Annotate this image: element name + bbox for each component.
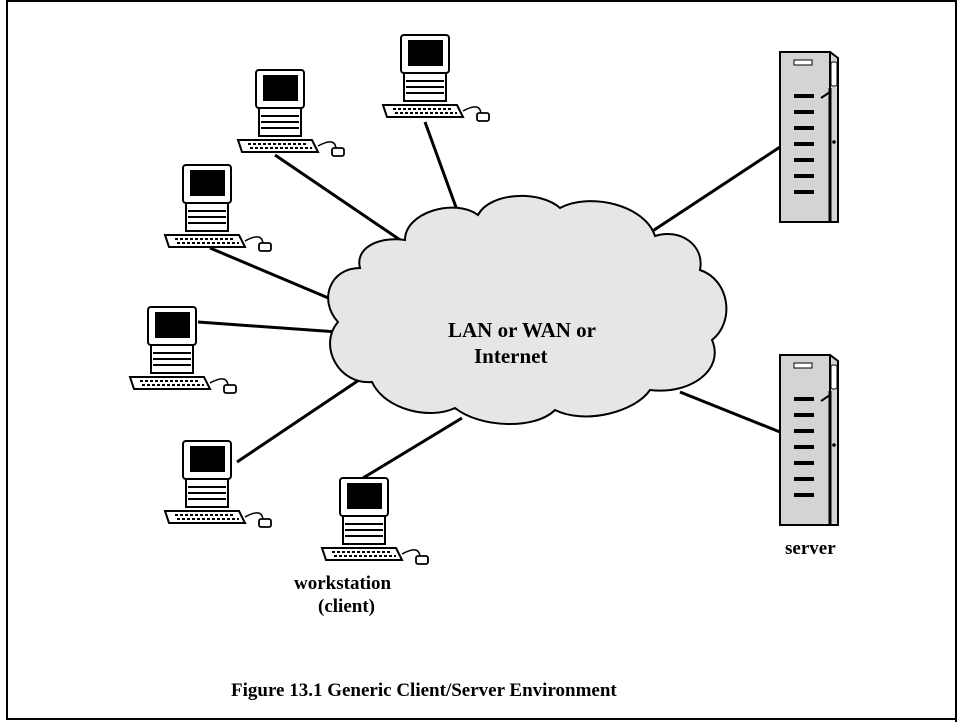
- workstation-4: [129, 306, 237, 394]
- network-cloud: [327, 194, 728, 426]
- link-ws4: [197, 320, 339, 334]
- figure-caption: Figure 13.1 Generic Client/Server Enviro…: [231, 680, 617, 701]
- workstation-label-line1: workstation: [294, 573, 392, 594]
- cloud-label-line1: LAN or WAN or: [448, 318, 596, 342]
- workstation-6: [321, 477, 429, 565]
- link-server2: [679, 390, 781, 434]
- link-ws3: [209, 246, 346, 307]
- link-ws1: [274, 153, 413, 250]
- workstation-1: [237, 69, 345, 157]
- server-label: server: [785, 538, 836, 559]
- link-ws6: [362, 416, 463, 480]
- workstation-5: [164, 440, 272, 528]
- server-2: [778, 353, 840, 527]
- workstation-2: [382, 34, 490, 122]
- link-server1: [644, 145, 781, 238]
- link-ws5: [236, 376, 363, 464]
- server-1: [778, 50, 840, 224]
- cloud-label-line2: Internet: [474, 344, 548, 368]
- workstation-label-line2: (client): [318, 596, 375, 617]
- frame-right-border: [955, 0, 957, 722]
- workstation-3: [164, 164, 272, 252]
- frame-top-border: [6, 0, 957, 2]
- figure-frame: [6, 0, 955, 720]
